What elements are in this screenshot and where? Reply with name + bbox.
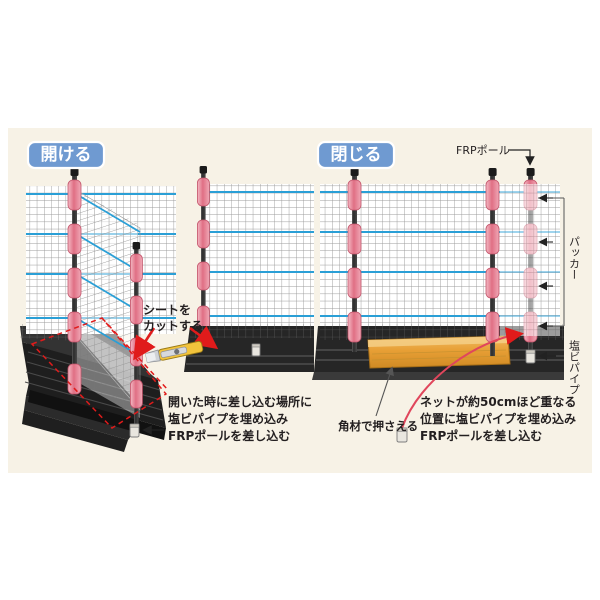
lumber-leader: [375, 366, 394, 417]
frp-pole-left-main: [67, 168, 82, 395]
badge-open-label: 開ける: [41, 145, 92, 165]
overlap-line-3: FRPポールを差し込む: [420, 428, 542, 443]
frp-pole-label: FRPポール: [456, 144, 510, 157]
cutter-knife-icon: [145, 340, 204, 363]
frp-pole-right-a: [347, 168, 362, 352]
pvc-pipe-icon-left-second: [251, 343, 261, 357]
overlap-line-1: ネットが約50cmほど重なる: [420, 394, 576, 409]
badge-close-label: 閉じる: [331, 145, 382, 165]
cut-sheet-line-1: シートを: [143, 303, 191, 317]
pvc-pipe-icon-right: [525, 349, 564, 364]
packer-label: パッカー: [568, 236, 581, 280]
net-overlap-region: [500, 184, 560, 336]
packer-clips-left-main: [67, 179, 82, 395]
badge-open: 開ける: [26, 140, 106, 170]
cut-sheet-line-2: カットする: [143, 319, 203, 333]
callout-insert-instruction: 開いた時に差し込む場所に 塩ビパイプを埋め込み FRPポールを差し込む: [168, 394, 312, 443]
overlap-line-2: 位置に塩ビパイプを埋め込み: [420, 411, 576, 426]
insertion-curve-arrow: [401, 327, 524, 429]
callout-packer: パッカー: [568, 236, 581, 280]
diagram-svg: 開ける 閉じる シートを カットする 開いた時に差し込む場所に 塩ビパイプを埋め…: [20, 140, 581, 452]
pvc-pipe-icon-callout: [396, 427, 408, 443]
cut-arrows: [133, 325, 219, 361]
frp-pole-right-b: [485, 168, 500, 356]
callout-overlap-instruction: ネットが約50cmほど重なる 位置に塩ビパイプを埋め込み FRPポールを差し込む: [420, 394, 576, 443]
frp-pole-top-arrow: [508, 149, 535, 166]
wood-beam-icon: [367, 335, 511, 369]
insert-line-1: 開いた時に差し込む場所に: [168, 394, 312, 409]
pvc-pipe-icon-left-main: [129, 423, 164, 438]
pvc-pipe-label: 塩ビパイプ: [568, 339, 581, 395]
frp-pole-left-gate: [130, 242, 143, 436]
callout-cut-sheet: シートを カットする: [143, 303, 203, 333]
panel-close: [312, 149, 565, 443]
hold-lumber-label: 角材で押さえる: [338, 419, 418, 433]
callout-frp-pole: FRPポール: [456, 144, 510, 157]
badge-close: 閉じる: [316, 140, 396, 170]
packer-arrows: [538, 193, 553, 331]
net-left-second: [184, 166, 314, 372]
insert-line-2: 塩ビパイプを埋め込み: [168, 411, 288, 426]
callout-pvc-pipe: 塩ビパイプ: [568, 339, 581, 395]
panel-open: [20, 166, 314, 452]
illustration-panel: 開ける 閉じる シートを カットする 開いた時に差し込む場所に 塩ビパイプを埋め…: [8, 128, 592, 473]
insert-line-3: FRPポールを差し込む: [168, 428, 290, 443]
callout-hold-lumber: 角材で押さえる: [338, 419, 418, 433]
